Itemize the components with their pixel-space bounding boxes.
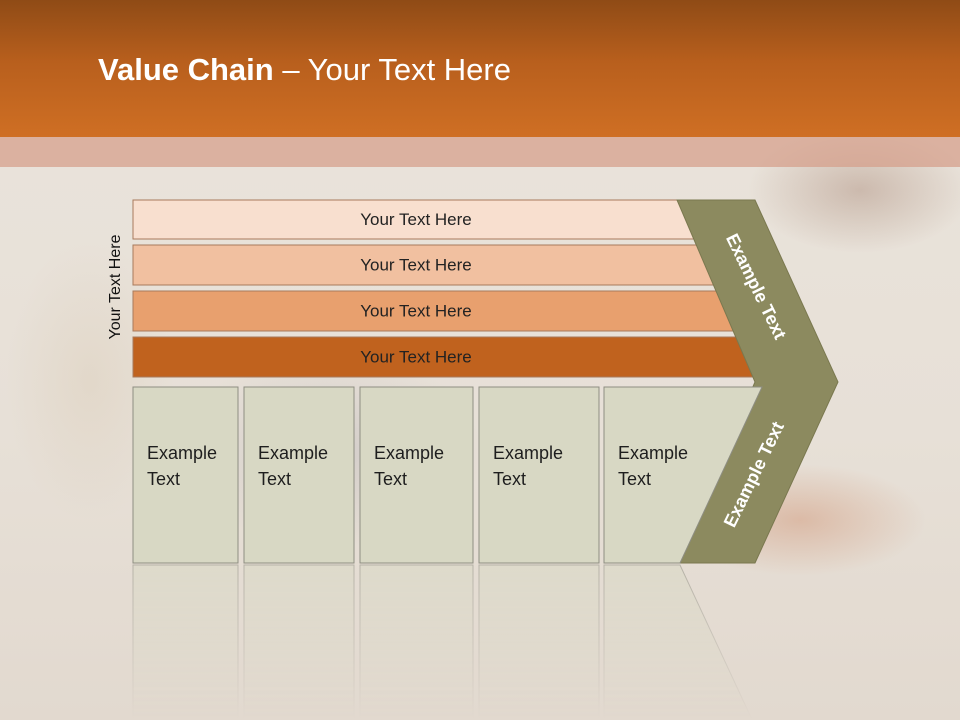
band-label: Your Text Here <box>360 347 472 366</box>
band-label: Your Text Here <box>360 210 472 229</box>
box-label-line2: Text <box>258 469 291 489</box>
title-rest: – Your Text Here <box>273 52 511 87</box>
box-label-line1: Example <box>147 443 217 463</box>
box-reflection <box>478 564 600 720</box>
box-label-line1: Example <box>493 443 563 463</box>
box-label-line2: Text <box>618 469 651 489</box>
box-label-line2: Text <box>374 469 407 489</box>
box-shape <box>603 386 763 564</box>
box-shape <box>243 386 355 564</box>
band-label: Your Text Here <box>360 301 472 320</box>
box-shape <box>478 386 600 564</box>
box-label-line1: Example <box>374 443 444 463</box>
box-reflection <box>359 564 474 720</box>
header-strip <box>0 137 960 167</box>
box-reflection <box>243 564 355 720</box>
box-reflection <box>132 564 239 720</box>
header-bar <box>0 0 960 137</box>
box-shape <box>359 386 474 564</box>
diagram-reflection <box>132 564 753 720</box>
box-label-line1: Example <box>258 443 328 463</box>
slide-title: Value Chain – Your Text Here <box>98 52 511 88</box>
box-shape <box>132 386 239 564</box>
box-label-line2: Text <box>493 469 526 489</box>
band-label: Your Text Here <box>360 255 472 274</box>
box-label-line2: Text <box>147 469 180 489</box>
box-reflection <box>603 564 753 720</box>
box-label-line1: Example <box>618 443 688 463</box>
title-bold: Value Chain <box>98 52 274 87</box>
